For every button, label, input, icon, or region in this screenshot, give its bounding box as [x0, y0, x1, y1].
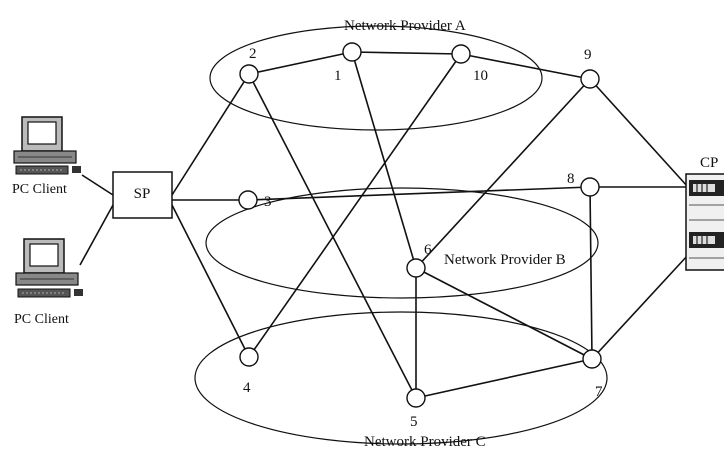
pc-client-1-icon [13, 116, 81, 175]
provider-c-label: Network Provider C [364, 434, 486, 450]
node-10 [451, 44, 471, 64]
provider-b-label: Network Provider B [444, 252, 566, 268]
link-10-9 [460, 53, 591, 80]
provider-c-region [194, 311, 608, 445]
link-1-6 [351, 51, 417, 269]
node-label-1: 1 [334, 68, 342, 84]
pc-client-1-label: PC Client [12, 182, 67, 197]
cp-label: CP [700, 155, 718, 171]
pc-client-2-label: PC Client [14, 312, 69, 327]
node-6 [406, 258, 426, 278]
sp-box: SP [112, 171, 173, 219]
link-9-cp [589, 78, 689, 188]
node-8 [580, 177, 600, 197]
link-2-1 [248, 51, 353, 75]
link-client1-sp [81, 174, 114, 196]
node-7 [582, 349, 602, 369]
node-2 [239, 64, 259, 84]
node-label-6: 6 [424, 242, 432, 258]
cp-server-icon [685, 173, 724, 271]
provider-a-label: Network Provider A [344, 18, 466, 34]
link-2-5 [248, 73, 417, 399]
node-label-5: 5 [410, 414, 418, 430]
link-10-4 [248, 53, 462, 358]
provider-b-region [205, 187, 599, 299]
link-7-cp [591, 254, 689, 360]
nodes [238, 42, 602, 408]
link-9-6 [415, 78, 591, 269]
node-label-8: 8 [567, 171, 575, 187]
node-3 [238, 190, 258, 210]
link-1-10 [351, 51, 462, 55]
node-label-9: 9 [584, 47, 592, 63]
node-label-4: 4 [243, 380, 251, 396]
node-label-3: 3 [264, 194, 272, 210]
provider-a-region [209, 25, 543, 131]
node-5 [406, 388, 426, 408]
node-9 [580, 69, 600, 89]
link-sp-4 [171, 204, 250, 358]
node-1 [342, 42, 362, 62]
link-3-8 [247, 186, 591, 201]
node-4 [239, 347, 259, 367]
link-8-7 [589, 186, 593, 360]
node-label-10: 10 [473, 68, 488, 84]
link-client2-sp [79, 204, 114, 266]
sp-label: SP [134, 186, 151, 202]
pc-client-2-icon [15, 238, 83, 298]
links [79, 51, 689, 399]
link-6-7 [415, 267, 593, 360]
node-label-2: 2 [249, 46, 257, 62]
node-labels: 1 2 3 4 5 6 7 8 9 10 [243, 46, 603, 430]
link-sp-2 [171, 73, 250, 196]
link-5-7 [415, 358, 593, 399]
node-label-7: 7 [595, 384, 603, 400]
